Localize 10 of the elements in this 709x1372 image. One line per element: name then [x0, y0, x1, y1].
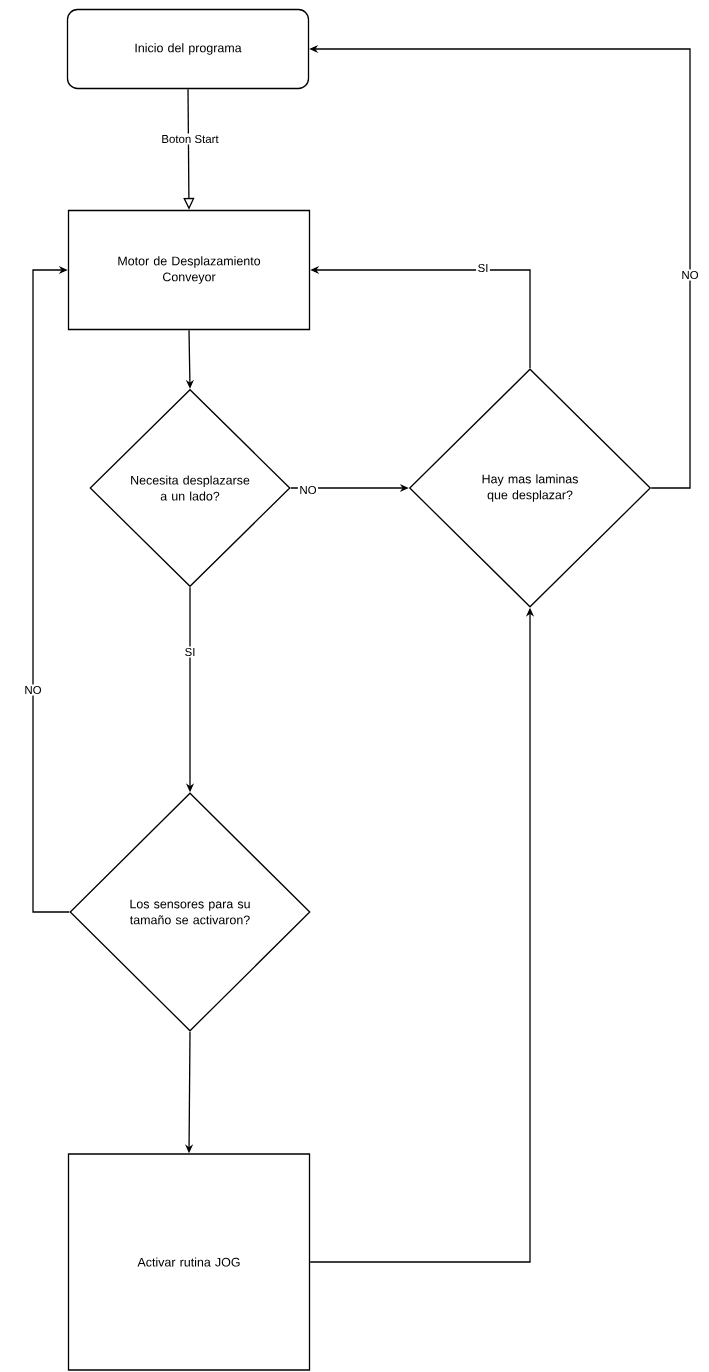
process-box: Motor de Desplazamiento Conveyor: [67, 209, 311, 331]
start-box: Inicio del programa: [66, 8, 310, 90]
edge-label: SI: [183, 646, 197, 658]
edge-label: NO: [297, 484, 319, 496]
process-box: Activar rutina JOG: [67, 1153, 311, 1371]
edge-label: Boton Start: [159, 133, 221, 145]
edge-label: NO: [22, 684, 44, 696]
edge-label: NO: [679, 269, 701, 281]
edge-label: SI: [476, 262, 490, 274]
arrow: [32, 265, 70, 913]
